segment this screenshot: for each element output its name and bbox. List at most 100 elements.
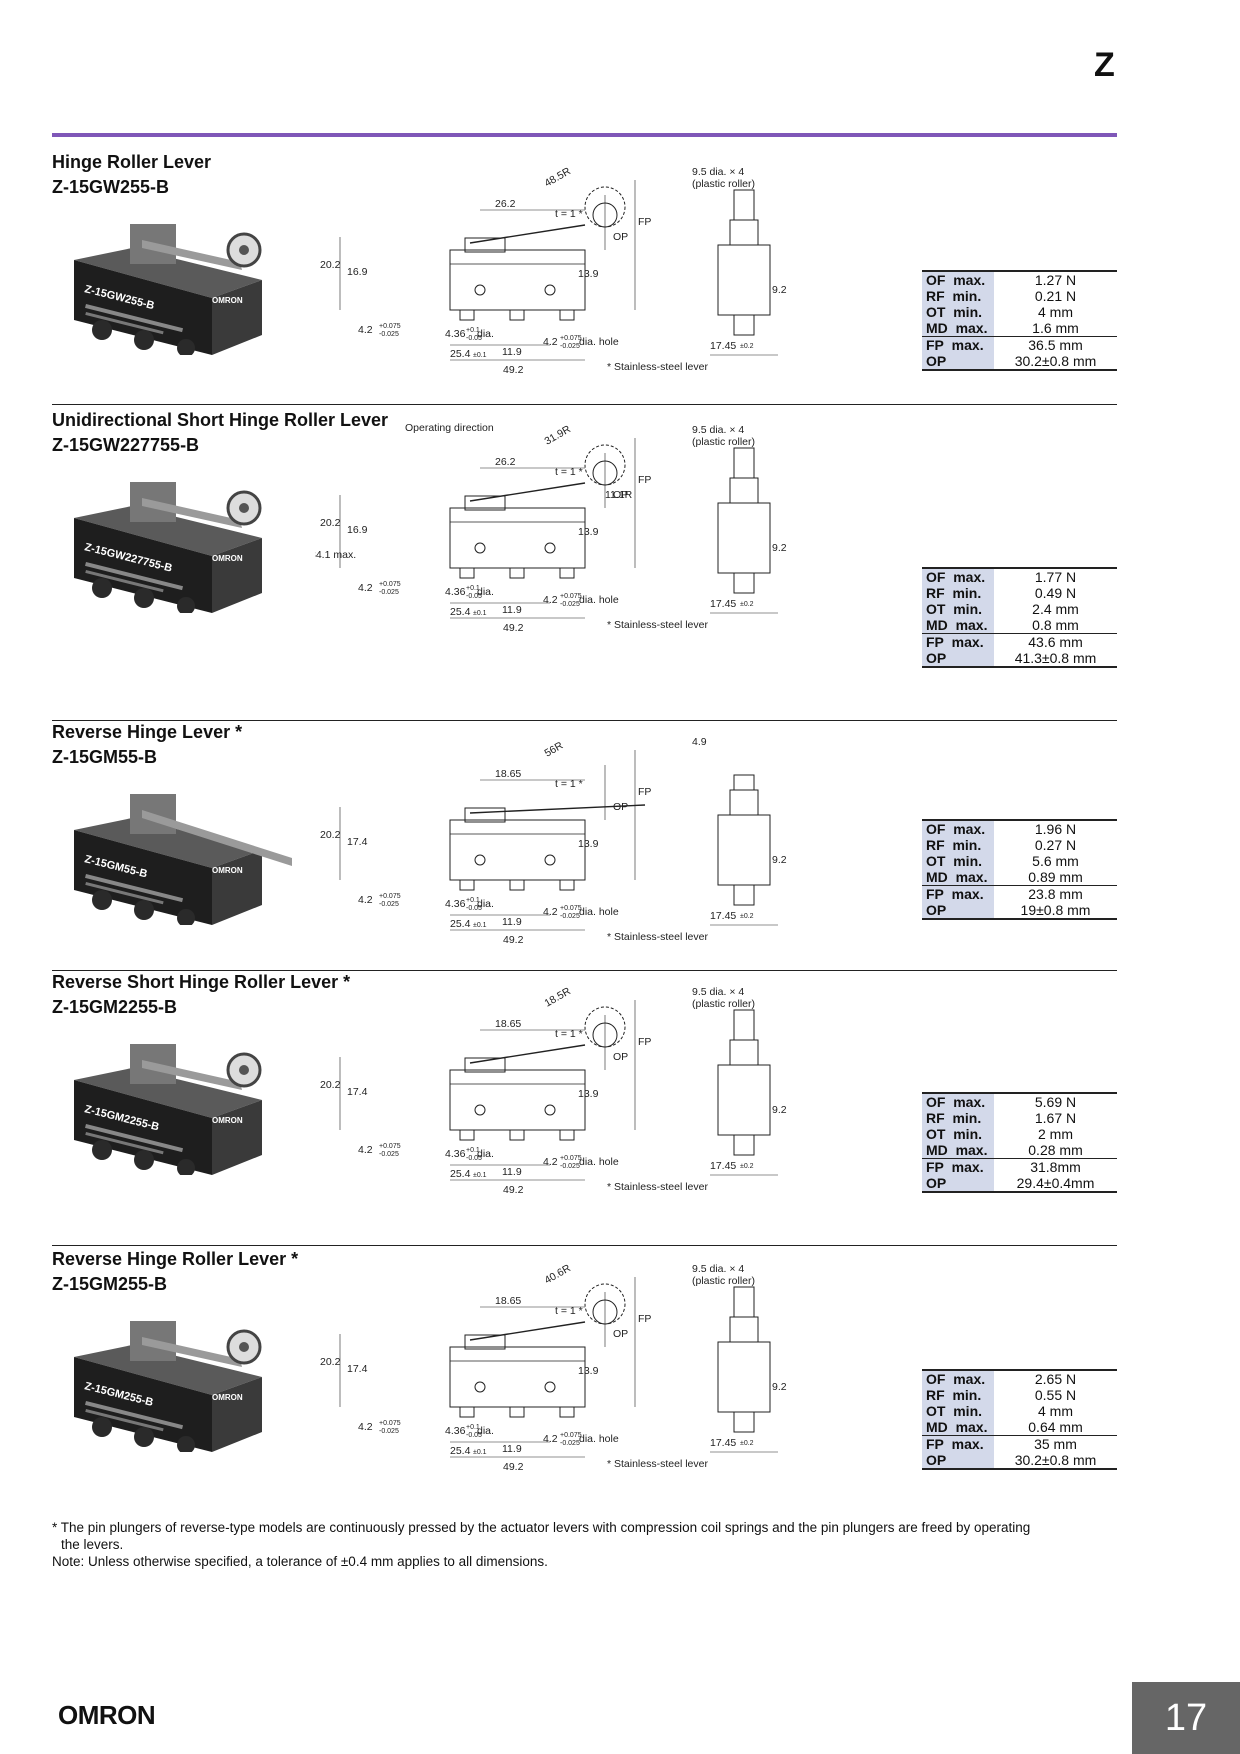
spec-key: OT min.: [922, 601, 994, 617]
switch-body-outline: [449, 249, 586, 311]
dim-label: -0.025: [379, 589, 399, 596]
spec-abbrev: OP: [926, 902, 947, 918]
side-lever-bracket: [729, 1039, 759, 1066]
dim-label: -0.025: [379, 1151, 399, 1158]
dimension-drawing: 26.2 31.9R t = 1 * 20.2 16.9 13.9 OP FP …: [315, 423, 708, 634]
spec-qualifier: max.: [951, 886, 984, 902]
omron-logo: OMRON: [58, 1700, 156, 1730]
dim-label: 9.2: [772, 542, 787, 554]
spec-key: RF min.: [922, 837, 994, 853]
side-plunger: [733, 774, 755, 791]
spec-abbrev: MD: [926, 320, 948, 336]
spec-qualifier: max.: [951, 634, 984, 650]
spec-key: RF min.: [922, 1387, 994, 1403]
spec-key: RF min.: [922, 585, 994, 601]
dim-label: -0.025: [379, 1428, 399, 1435]
terminal: [92, 890, 112, 910]
terminal-outline: [559, 1129, 575, 1141]
dim-label: 17.4: [347, 836, 368, 848]
dim-label: FP: [638, 216, 651, 228]
spec-abbrev: OT: [926, 1126, 946, 1142]
spec-qualifier: max.: [953, 272, 986, 288]
dim-label: dia. hole: [579, 906, 619, 918]
photo-brand-mark: OMRON: [212, 554, 243, 563]
dim-label: 9.2: [772, 854, 787, 866]
dim-label: 16.9: [347, 524, 368, 536]
dim-label: 4.2: [543, 1433, 558, 1445]
spec-key: OF max.: [922, 1369, 994, 1387]
dim-label: 11.9: [502, 1166, 522, 1178]
spec-row: OP 19±0.8 mm: [922, 902, 1117, 920]
dim-label: 25.4: [450, 1445, 471, 1457]
spec-qualifier: min.: [953, 853, 983, 869]
dim-label: -0.05: [466, 1432, 482, 1439]
dim-label: 18.65: [495, 1018, 521, 1030]
mount-hole: [474, 854, 486, 866]
spec-value: 36.5 mm: [994, 336, 1117, 353]
lever-base: [464, 237, 506, 253]
dim-label: ±0.1: [473, 1172, 487, 1179]
dim-label: -0.025: [560, 913, 580, 920]
dim-label: +0.1: [466, 897, 480, 904]
dim-label: +0.1: [466, 327, 480, 334]
spec-qualifier: max.: [951, 1159, 984, 1175]
dim-label: -0.025: [379, 901, 399, 908]
terminal: [134, 330, 154, 350]
switch-side-face: [212, 850, 262, 925]
spec-qualifier: min.: [953, 601, 983, 617]
switch-top-face: [74, 248, 262, 298]
dim-label: * Stainless-steel lever: [607, 1458, 708, 1470]
side-view-drawing: 9.5 dia. × 4 (plastic roller) 9.2 17.45 …: [692, 424, 787, 614]
side-lever-bracket: [729, 219, 759, 246]
terminal-outline: [559, 309, 575, 321]
spec-key: OF max.: [922, 270, 994, 288]
dim-label: +0.1: [466, 1424, 480, 1431]
spec-value: 30.2±0.8 mm: [994, 353, 1117, 371]
dim-label: 4.2: [358, 324, 373, 336]
terminal-outline: [459, 567, 475, 579]
dim-label: 25.4: [450, 1168, 471, 1180]
photo-rating-text: [85, 312, 164, 335]
side-body-outline: [717, 1064, 771, 1136]
dim-label: 20.2: [320, 259, 341, 271]
terminal-outline: [559, 1406, 575, 1418]
spec-abbrev: MD: [926, 617, 948, 633]
photo-rating-text: [85, 1132, 164, 1155]
photo-rating-text: [85, 882, 164, 905]
dim-label: -0.05: [466, 1155, 482, 1162]
dim-label: +0.075: [379, 581, 401, 588]
terminal-outline: [559, 567, 575, 579]
spec-abbrev: OF: [926, 1094, 946, 1110]
spec-abbrev: MD: [926, 869, 948, 885]
lever-outline: [469, 224, 586, 244]
dim-label: +0.1: [466, 1147, 480, 1154]
model-number: Z-15GM255-B: [52, 1274, 168, 1294]
spec-abbrev: MD: [926, 1142, 948, 1158]
dim-label: 9.2: [772, 1104, 787, 1116]
spec-value: 2.4 mm: [1032, 601, 1079, 617]
dim-label: Operating direction: [405, 423, 494, 434]
dim-label: FP: [638, 474, 651, 486]
side-roller: [733, 1009, 755, 1041]
spec-abbrev: OT: [926, 1403, 946, 1419]
dim-label: 49.2: [503, 364, 524, 376]
spec-abbrev: OF: [926, 272, 946, 288]
dim-label: t = 1 *: [555, 208, 583, 220]
spec-value: 1.6 mm: [1032, 320, 1079, 336]
dim-label: 9.5 dia. × 4: [692, 1263, 744, 1275]
section-title: Reverse Short Hinge Roller Lever *: [52, 972, 351, 992]
spec-abbrev: FP: [926, 886, 944, 902]
lever-outline: [469, 804, 646, 814]
terminal-outline: [459, 879, 475, 891]
spec-abbrev: FP: [926, 337, 944, 353]
spec-value: 29.4±0.4mm: [994, 1175, 1117, 1193]
actuator-lever: [142, 810, 292, 866]
page-number: 17: [1132, 1682, 1240, 1754]
mount-hole: [474, 542, 486, 554]
switch-top-face: [74, 1068, 262, 1118]
spec-qualifier: min.: [953, 1403, 983, 1419]
spec-abbrev: FP: [926, 1159, 944, 1175]
dim-label: +0.1: [466, 585, 480, 592]
spec-row: OF max. 1.96 N: [922, 819, 1117, 837]
spec-row: FP max. 23.8 mm: [922, 885, 1117, 902]
